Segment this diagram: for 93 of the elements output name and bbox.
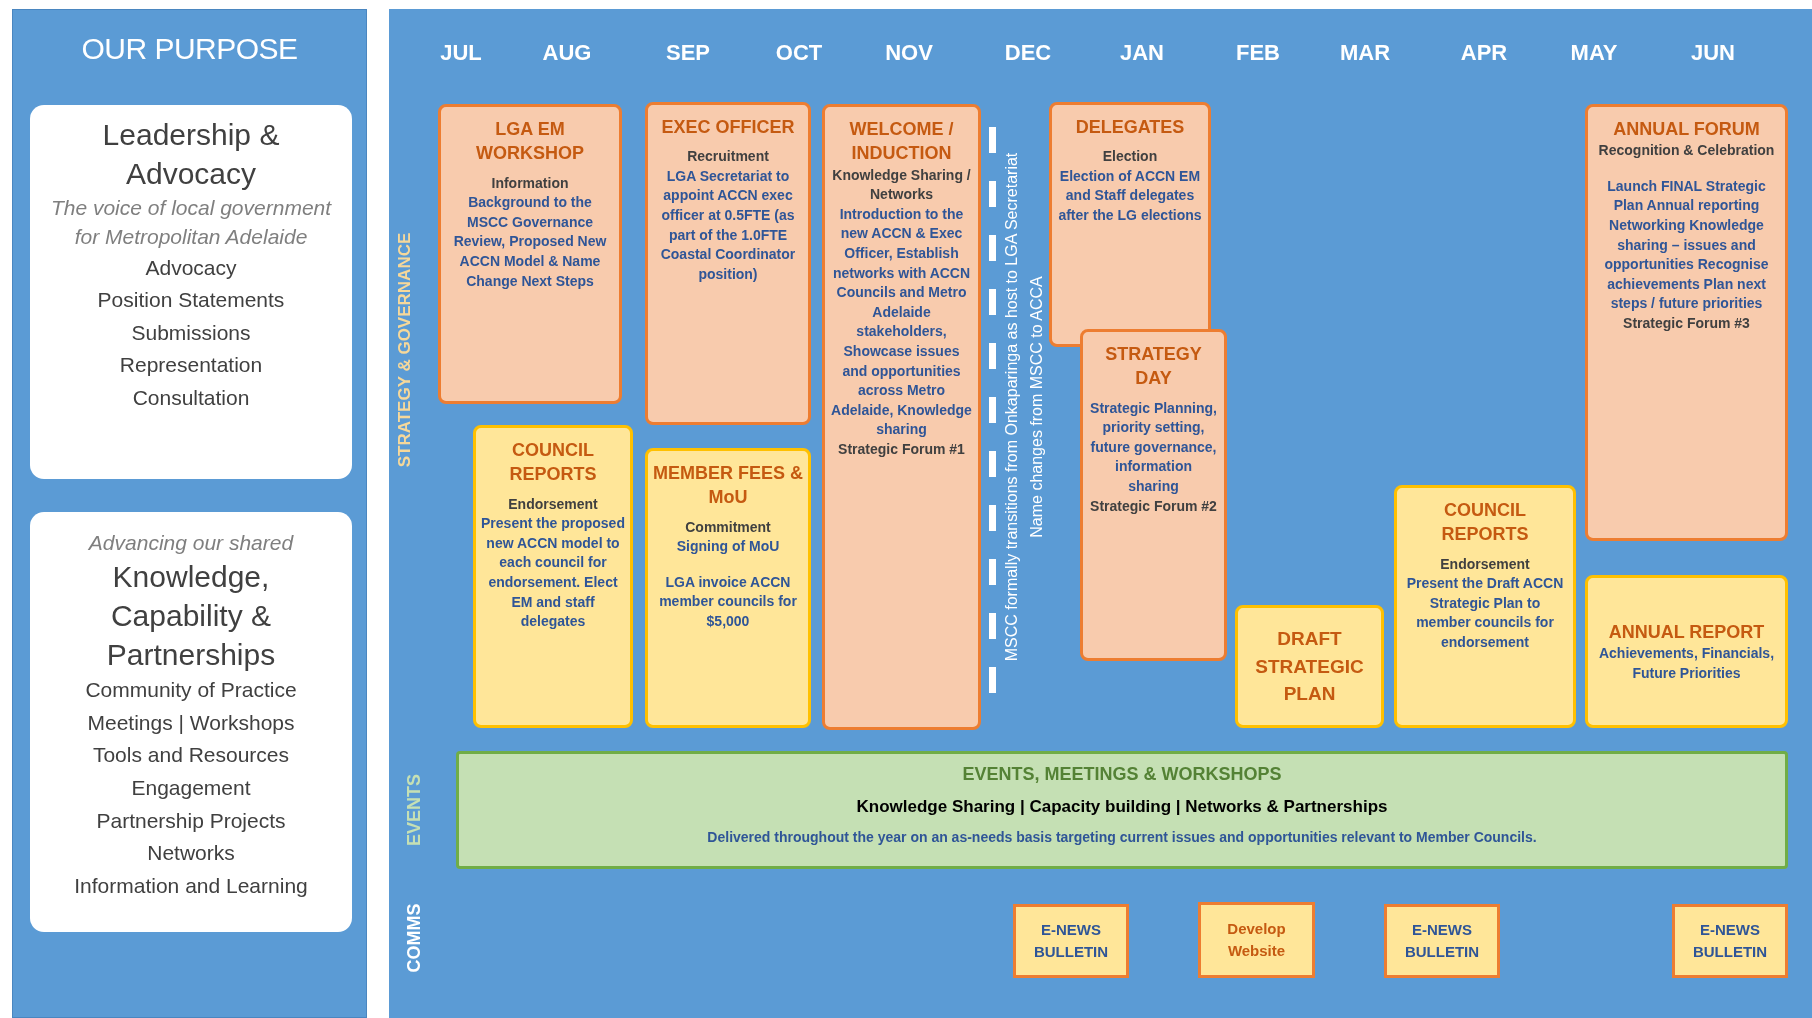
activity-card: [822, 104, 981, 730]
activity-card: [645, 102, 811, 425]
card-title: COUNCIL REPORTS: [1440, 499, 1530, 547]
card-subtitle: Endorsement: [1439, 554, 1531, 574]
card-subtitle: Endorsement: [507, 494, 599, 514]
card-text: Present the proposed new ACCN model to each council for endorsement. Elect EM and staff delegates: [481, 514, 625, 632]
activity-card: [1394, 485, 1576, 728]
purpose-card: [30, 512, 352, 932]
comms-card: [1384, 904, 1500, 978]
month-label: MAR: [1339, 40, 1391, 66]
purpose-item: Partnership Projects: [95, 807, 287, 834]
card-title: WELCOME / INDUCTION: [848, 118, 955, 166]
activity-card: [438, 104, 622, 404]
card-title: E-NEWS BULLETIN: [1691, 920, 1769, 962]
month-label: AUG: [542, 40, 592, 66]
activity-card: [473, 425, 633, 728]
purpose-item: Representation: [118, 352, 264, 379]
purpose-item: Meetings | Workshops: [86, 709, 296, 736]
activity-card: [1235, 605, 1384, 728]
card-title: EXEC OFFICER: [660, 116, 796, 139]
band-text: Delivered throughout the year on an as-needs basis targeting current issues and opportunities relevant to Member Councils.: [706, 829, 1538, 845]
card-subtitle: Recruitment: [686, 147, 770, 167]
purpose-item: Networks: [146, 840, 236, 867]
purpose-item: Information and Learning: [73, 872, 309, 899]
month-label: SEP: [666, 40, 710, 66]
purpose-item: Community of Practice: [84, 677, 298, 704]
card-subtitle: Strategic Forum #2: [1089, 496, 1218, 516]
purpose-item: Consultation: [131, 384, 251, 411]
purpose-tagline: The voice of local government for Metropolitan Adelaide: [49, 195, 333, 251]
card-title: MEMBER FEES & MoU: [653, 462, 803, 510]
card-title: COUNCIL REPORTS: [508, 439, 598, 487]
card-text: LGA Secretariat to appoint ACCN exec officer at 0.5FTE (as part of the 1.0FTE Coastal Coordinator position): [659, 166, 797, 284]
events-band: [456, 751, 1788, 869]
card-title: STRATEGY DAY: [1104, 343, 1203, 391]
purpose-tagline: Advancing our shared: [87, 530, 295, 556]
purpose-item: Tools and Resources: [91, 742, 291, 769]
month-label: APR: [1460, 40, 1508, 66]
purpose-item: Position Statements: [96, 287, 286, 314]
card-text: Background to the MSCC Governance Review, Proposed New ACCN Model & Name Change Next Steps: [452, 193, 608, 291]
card-title: DRAFT STRATEGIC PLAN: [1254, 627, 1365, 707]
activity-card: [1585, 104, 1788, 541]
card-subtitle: Election: [1101, 147, 1159, 167]
purpose-item: Advocacy: [144, 254, 238, 281]
card-subtitle: Information: [490, 173, 570, 193]
month-label: JAN: [1120, 40, 1164, 66]
card-subtitle: Knowledge Sharing / Networks: [831, 165, 972, 205]
purpose-item: Submissions: [130, 319, 252, 346]
card-text: Signing of MoU: [675, 537, 781, 557]
card-title: E-NEWS BULLETIN: [1403, 920, 1481, 962]
purpose-heading: Leadership & Advocacy: [101, 117, 281, 192]
card-subtitle: Recognition & Celebration: [1597, 141, 1776, 161]
card-title: Develop Website: [1226, 919, 1287, 961]
timeline-note: MSCC formally transitions from Onkaparinga as host to LGA Secretariat: [1003, 152, 1021, 662]
card-subtitle: Strategic Forum #1: [837, 439, 966, 459]
row-label: EVENTS: [404, 774, 425, 846]
purpose-panel: [12, 9, 367, 1018]
month-label: JUN: [1691, 40, 1735, 66]
panel-heading: OUR PURPOSE: [80, 32, 299, 66]
row-label: STRATEGY & GOVERNANCE: [395, 232, 415, 468]
row-label: COMMS: [404, 903, 425, 973]
card-text: Strategic Planning, priority setting, future governance, information sharing: [1089, 398, 1218, 496]
card-text: Introduction to the new ACCN & Exec Officer, Establish networks with ACCN Councils and Metro Adelaide stakeholders, Showcase issues and opportunities across Metro Adelaide, Knowledge sharing: [830, 204, 973, 440]
purpose-item: Engagement: [130, 775, 252, 802]
band-subtitle: Knowledge Sharing | Capacity building | Networks & Partnerships: [855, 797, 1389, 817]
card-title: DELEGATES: [1074, 116, 1186, 139]
month-label: JUL: [440, 40, 482, 66]
month-label: OCT: [775, 40, 823, 66]
timeline-note: Name changes from MSCC to ACCA: [1028, 276, 1046, 538]
card-title: ANNUAL FORUM: [1612, 118, 1761, 141]
card-title: ANNUAL REPORT: [1607, 620, 1766, 644]
comms-card: [1672, 904, 1788, 978]
card-text: Present the Draft ACCN Strategic Plan to member councils for endorsement: [1405, 574, 1565, 652]
month-label: NOV: [885, 40, 933, 66]
card-title: LGA EM WORKSHOP: [475, 118, 585, 166]
band-title: EVENTS, MEETINGS & WORKSHOPS: [961, 764, 1283, 785]
card-subtitle: Strategic Forum #3: [1622, 314, 1751, 334]
purpose-heading: Knowledge, Capability & Partnerships: [105, 559, 277, 674]
activity-card: [1049, 102, 1211, 347]
card-text: Election of ACCN EM and Staff delegates after the LG elections: [1057, 166, 1203, 226]
card-title: E-NEWS BULLETIN: [1032, 920, 1110, 962]
card-text: LGA invoice ACCN member councils for $5,000: [658, 572, 798, 631]
month-label: FEB: [1236, 40, 1280, 66]
card-text: Achievements, Financials, Future Priorities: [1597, 644, 1776, 683]
card-subtitle: Commitment: [684, 517, 772, 537]
month-label: MAY: [1570, 40, 1618, 66]
comms-card: [1198, 902, 1315, 978]
activity-card: [1080, 329, 1227, 661]
comms-card: [1013, 904, 1129, 978]
activity-card: [1585, 575, 1788, 728]
card-text: Launch FINAL Strategic Plan Annual reporting Networking Knowledge sharing – issues and opportunities Recognise achievements Plan next steps / future priorities: [1603, 176, 1770, 314]
activity-card: [645, 448, 811, 728]
month-label: DEC: [1004, 40, 1052, 66]
purpose-card: [30, 105, 352, 479]
